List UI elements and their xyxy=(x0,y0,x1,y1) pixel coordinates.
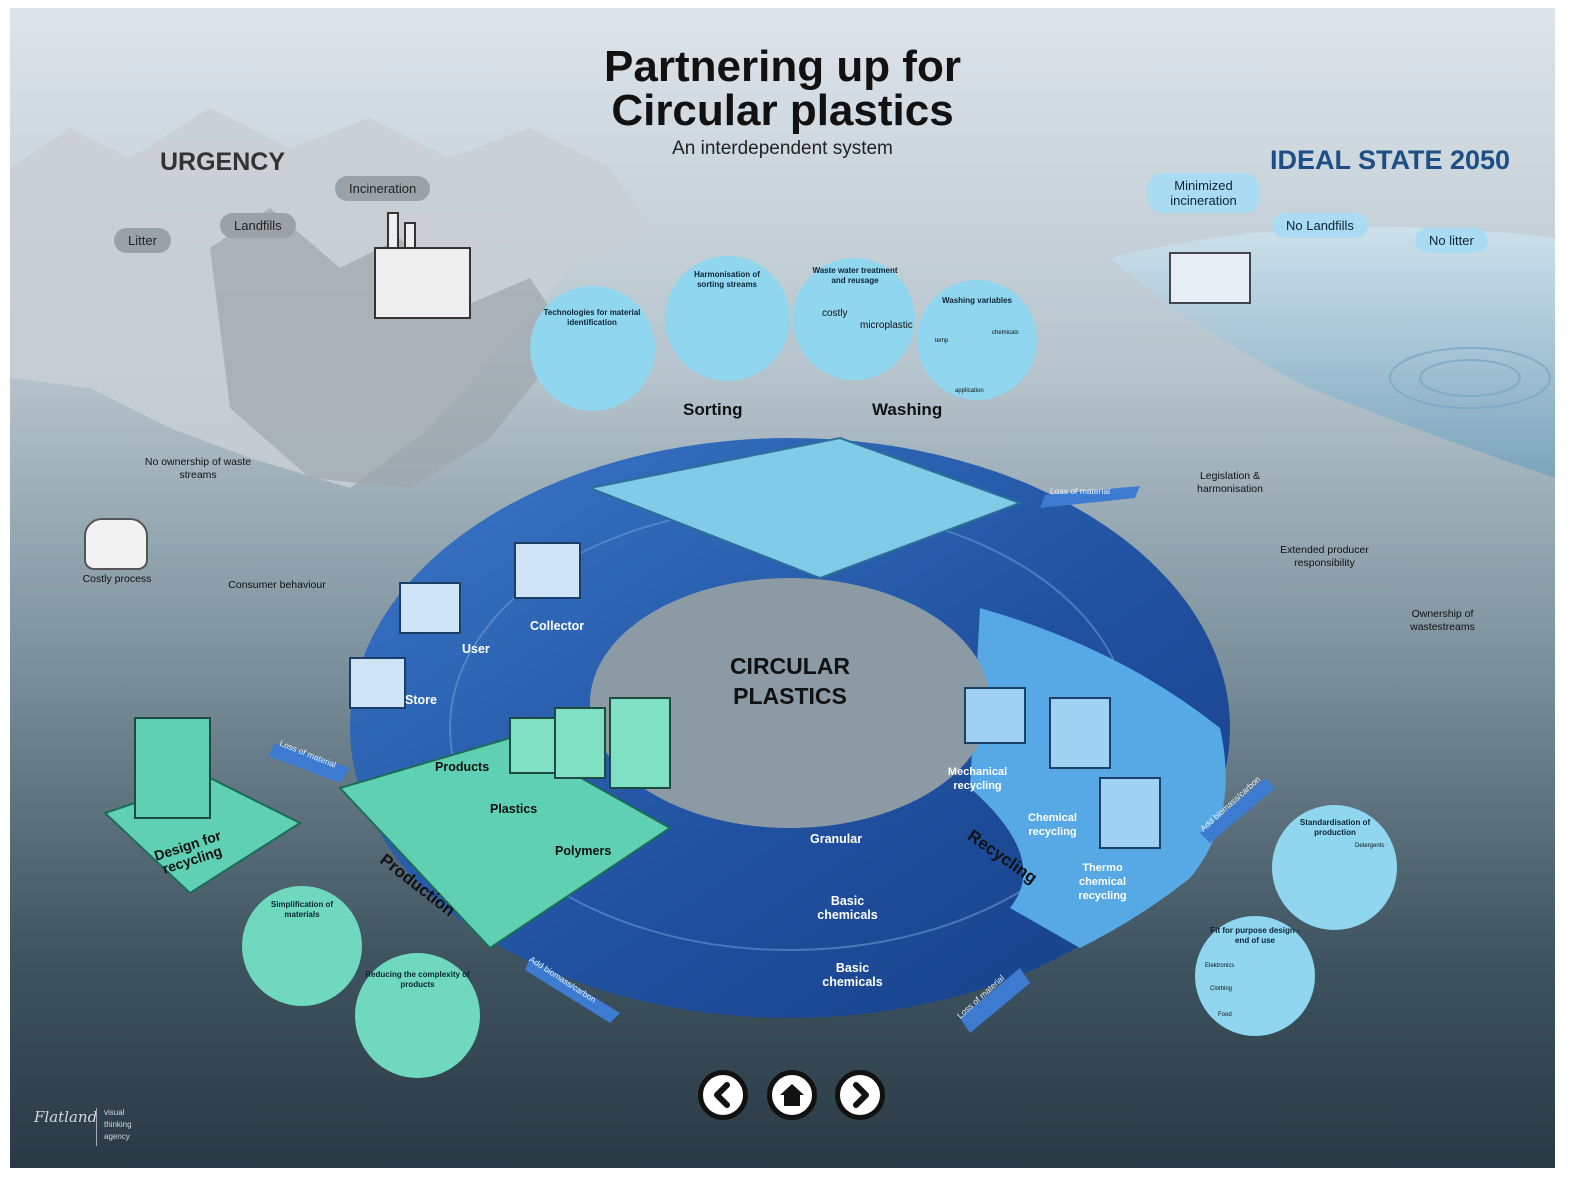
station-mechanical-recycling: Mechanical recycling xyxy=(947,766,1008,792)
label-no-ownership: No ownership of waste streams xyxy=(144,456,252,481)
circle-washing-variables-title: Washing variables xyxy=(942,296,1012,305)
item-clothing: Clothing xyxy=(1210,986,1233,992)
station-user: User xyxy=(462,642,490,656)
circle-standardisation xyxy=(1272,805,1397,930)
recycling-machine-sketches xyxy=(964,687,1161,849)
user-collector-sketches xyxy=(349,542,581,709)
label-consumer-behaviour: Consumer behaviour xyxy=(228,579,326,591)
factory-sketches xyxy=(509,697,671,789)
wheel-center xyxy=(590,578,990,828)
logo-tagline-2: thinking xyxy=(104,1120,132,1129)
note-costly: costly xyxy=(822,308,848,319)
circle-simplification xyxy=(242,886,362,1006)
label-extended-producer: Extended producer responsibility xyxy=(1280,544,1369,569)
sorting-platform xyxy=(586,436,1023,580)
circle-standardisation-title: Standardisation of production xyxy=(1299,818,1371,837)
ideal-state-heading: IDEAL STATE 2050 xyxy=(1270,145,1511,175)
circle-harmonisation-sorting-title: Harmonisation of sorting streams xyxy=(694,270,760,289)
recycling-segment xyxy=(970,608,1226,948)
pill-no-litter: No litter xyxy=(1415,228,1488,253)
home-button[interactable] xyxy=(767,1070,817,1120)
page-title-line2: Circular plastics xyxy=(611,86,954,135)
add-arrow-right-shape xyxy=(1200,778,1275,843)
station-sorting: Sorting xyxy=(683,400,743,419)
loss-arrow-bottom-shape xyxy=(960,968,1030,1033)
logo-divider xyxy=(96,1108,97,1146)
water-ripple-inner xyxy=(1419,359,1521,397)
loss-label-top: Loss of material xyxy=(1050,486,1110,496)
station-polymers: Polymers xyxy=(555,844,612,858)
urgency-heading: URGENCY xyxy=(160,148,286,176)
background-illustration xyxy=(10,108,1555,1033)
station-chemical-recycling: Chemical recycling xyxy=(1028,812,1077,838)
circle-reducing-complexity-title: Reducing the complexity of products xyxy=(365,970,470,989)
item-elektronics: Elektronics xyxy=(1205,963,1235,969)
home-icon xyxy=(780,1084,804,1106)
circle-material-identification-title: Technologies for material identification xyxy=(543,308,641,327)
center-title-line1: CIRCULAR xyxy=(729,653,851,679)
center-title-line2: PLASTICS xyxy=(733,683,847,709)
pill-no-landfills: No Landfills xyxy=(1272,213,1368,238)
item-food: Food xyxy=(1218,1012,1232,1018)
note-microplastic: microplastic xyxy=(860,320,913,331)
circle-waste-water xyxy=(793,258,915,380)
circle-reducing-complexity xyxy=(355,953,480,1078)
pill-minimized-incineration: Minimized incineration xyxy=(1147,173,1260,213)
note-application: application xyxy=(955,388,984,394)
page-title-line1: Partnering up for xyxy=(604,42,961,91)
water-ripple xyxy=(1389,347,1551,409)
incinerator-sketch xyxy=(374,212,471,319)
circle-washing-variables xyxy=(917,280,1037,400)
station-basic-chemicals-1: Basic chemicals xyxy=(817,894,878,922)
circle-material-identification xyxy=(530,286,655,411)
loss-arrow-top-shape xyxy=(1040,486,1140,508)
label-legislation: Legislation & harmonisation xyxy=(1197,470,1263,495)
circle-waste-water-title: Waste water treatment and reusage xyxy=(812,266,898,285)
pill-landfills: Landfills xyxy=(220,213,296,238)
circle-simplification-title: Simplification of materials xyxy=(270,900,334,919)
prev-button[interactable] xyxy=(698,1070,748,1120)
design-machine xyxy=(134,717,211,819)
money-bag-icon xyxy=(84,518,148,570)
circle-fit-for-purpose-title: Fit for purpose design - end of use xyxy=(1210,926,1300,945)
circle-harmonisation-sorting xyxy=(665,256,790,381)
station-granular: Granular xyxy=(810,832,863,846)
flatland-logo: Flatland xyxy=(34,1108,98,1126)
note-chemicals: chemicals xyxy=(992,330,1019,336)
landfill-hills-dark xyxy=(210,208,570,488)
label-costly-process: Costly process xyxy=(82,573,152,585)
station-products: Products xyxy=(435,760,490,774)
station-collector: Collector xyxy=(530,619,585,633)
logo-tagline-3: agency xyxy=(104,1132,130,1141)
chevron-right-icon xyxy=(853,1082,869,1108)
pill-incineration: Incineration xyxy=(335,176,431,201)
station-store: Store xyxy=(405,693,437,707)
station-basic-chemicals-2: Basic chemicals xyxy=(822,961,883,989)
circle-fit-for-purpose xyxy=(1195,916,1315,1036)
label-ownership-wastestreams: Ownership of wastestreams xyxy=(1410,608,1475,633)
pill-litter: Litter xyxy=(114,228,171,253)
production-platform xyxy=(338,736,672,950)
infographic-canvas: Partnering up for Circular plastics An i… xyxy=(10,8,1555,1168)
logo-tagline-1: visual xyxy=(104,1108,125,1117)
note-detergents: Detergents xyxy=(1355,843,1385,849)
page-subtitle: An interdependent system xyxy=(672,138,893,159)
station-plastics: Plastics xyxy=(490,802,538,816)
add-arrow-bottom-shape xyxy=(525,958,620,1023)
station-thermo-recycling: Thermo chemical recycling xyxy=(1078,862,1127,902)
station-washing: Washing xyxy=(872,400,943,419)
next-button[interactable] xyxy=(835,1070,885,1120)
note-temp: temp xyxy=(935,338,949,344)
loss-arrow-left-shape xyxy=(268,743,350,783)
chevron-left-icon xyxy=(714,1082,730,1108)
small-facility-sketch xyxy=(1169,252,1251,304)
